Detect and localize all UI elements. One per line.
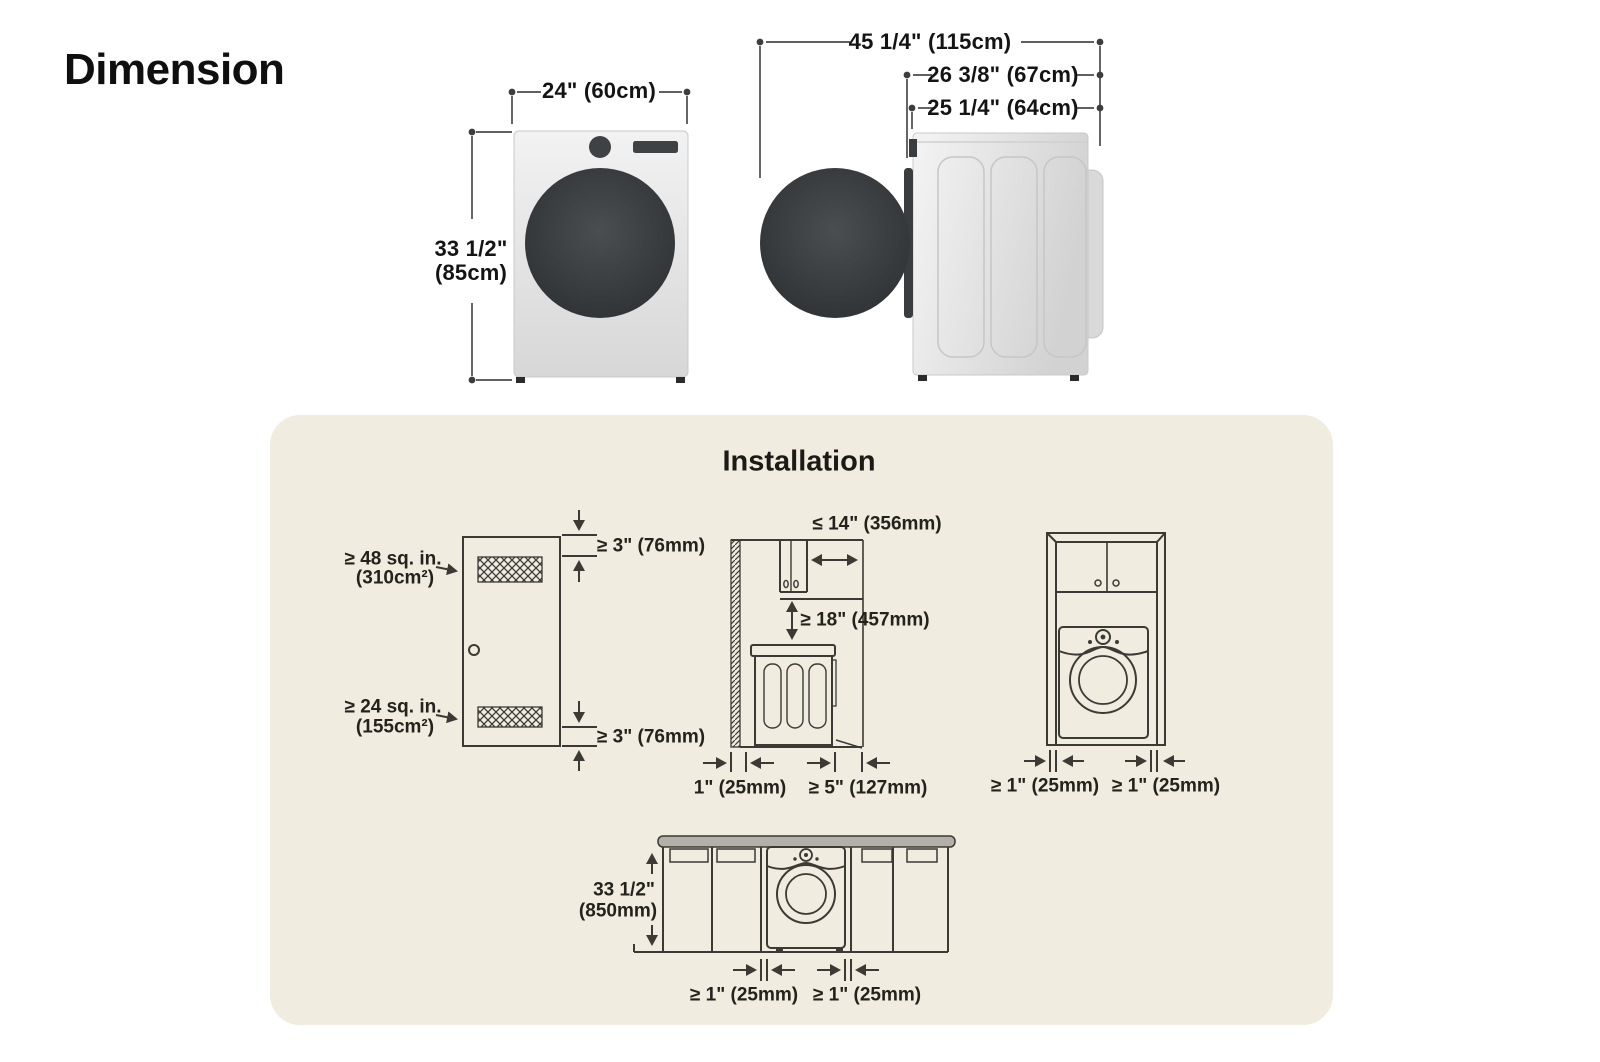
vent-top-clearance-label: ≥ 3" (76mm) <box>596 535 706 557</box>
vent-bottom-clearance-label: ≥ 3" (76mm) <box>596 726 706 748</box>
under-counter-left-clearance: ≥ 1" (25mm) <box>689 984 799 1006</box>
washer-side-view <box>760 132 1104 381</box>
front-height-label-in: 33 1/2" <box>434 236 508 261</box>
under-counter-diagram <box>633 835 956 981</box>
side-door-depth-label: 26 3/8" (67cm) <box>927 62 1079 87</box>
open-door <box>760 168 910 318</box>
washer-display <box>633 141 678 153</box>
bottom-vent-area-metric: (155cm²) <box>355 716 435 738</box>
top-vent <box>477 556 543 583</box>
under-counter-height-in: 33 1/2" <box>593 879 655 901</box>
front-width-dimension <box>508 88 691 124</box>
wall <box>730 539 741 748</box>
side-body-depth-label: 25 1/4" (64cm) <box>927 95 1079 120</box>
side-clearance-diagram <box>703 539 890 772</box>
front-clearance-label: ≥ 5" (127mm) <box>808 777 928 799</box>
clearance-above-label: ≥ 18" (457mm) <box>800 609 930 631</box>
top-vent-area-label: ≥ 48 sq. in. <box>344 548 442 570</box>
side-depth-dimensions <box>756 38 1104 178</box>
top-vent-area-metric: (310cm²) <box>355 567 435 589</box>
washer-door <box>525 168 675 318</box>
closet-left-clearance-label: ≥ 1" (25mm) <box>990 775 1100 797</box>
closet-right-clearance-label: ≥ 1" (25mm) <box>1111 775 1221 797</box>
cabinet-depth-label: ≤ 14" (356mm) <box>812 513 942 535</box>
front-width-label: 24" (60cm) <box>542 78 656 103</box>
closet-front-diagram <box>1024 532 1185 772</box>
door-knob <box>468 644 480 656</box>
installation-title: Installation <box>722 445 876 478</box>
countertop <box>657 835 956 848</box>
under-counter-right-clearance: ≥ 1" (25mm) <box>812 984 922 1006</box>
side-total-depth-label: 45 1/4" (115cm) <box>848 29 1012 54</box>
page-title: Dimension <box>64 45 285 94</box>
under-counter-height-metric: (850mm) <box>578 900 658 922</box>
bottom-vent-area-label: ≥ 24 sq. in. <box>344 696 442 718</box>
closet-door-vent-diagram <box>435 510 597 771</box>
front-height-label-cm: (85cm) <box>434 260 508 285</box>
bottom-vent <box>477 706 543 728</box>
washer-front-view <box>513 130 689 383</box>
washer-knob <box>589 136 611 158</box>
rear-clearance-label: 1" (25mm) <box>693 777 787 799</box>
front-height-dimension <box>468 128 512 384</box>
